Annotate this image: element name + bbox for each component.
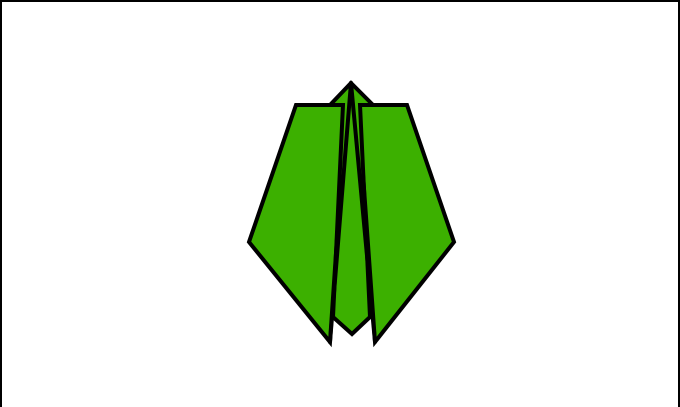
folded-paper-model-icon [2, 2, 680, 407]
instruction-panel [0, 0, 680, 407]
